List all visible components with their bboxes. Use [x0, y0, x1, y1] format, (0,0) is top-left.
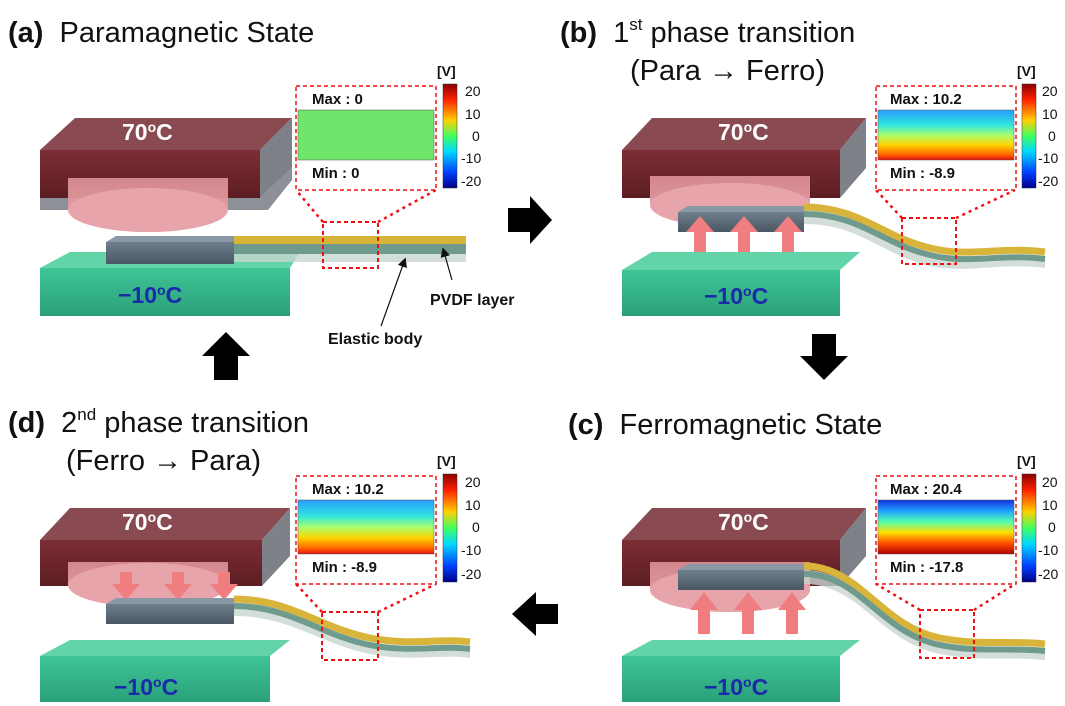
up-arrows-c — [690, 592, 806, 634]
arrow-left-icon — [512, 592, 558, 636]
pvdf-layer-label: PVDF layer — [430, 292, 514, 309]
svg-text:20: 20 — [1042, 83, 1058, 99]
zoom-box-d — [321, 611, 379, 661]
panel-d-letter: (d) — [8, 407, 45, 439]
svg-text:10: 10 — [1042, 497, 1058, 513]
svg-text:[V]: [V] — [437, 453, 456, 469]
colorbar-d: [V] 20 10 0 -10 -20 — [437, 453, 481, 583]
svg-text:(d) 2nd phase transition: (d) 2nd phase transition — [8, 405, 309, 439]
svg-text:(a) Paramagnetic State: (a) Paramagnetic State — [8, 17, 314, 49]
panel-a: (a) Paramagnetic State 70oC −10oC — [8, 17, 514, 348]
pvdf-beam-c — [803, 562, 1046, 648]
svg-text:(c) Ferromagnetic State: (c) Ferromagnetic State — [568, 409, 882, 441]
hot-plate-c: 70oC — [622, 508, 866, 612]
svg-text:0: 0 — [472, 128, 480, 144]
svg-text:0: 0 — [1048, 519, 1056, 535]
magnet-c — [678, 564, 814, 590]
panel-a-letter: (a) — [8, 17, 43, 49]
svg-text:20: 20 — [1042, 474, 1058, 490]
svg-text:0: 0 — [1048, 128, 1056, 144]
svg-text:(b) 1st phase transition: (b) 1st phase transition — [560, 15, 855, 49]
svg-text:10: 10 — [465, 497, 481, 513]
svg-text:-20: -20 — [1038, 173, 1058, 189]
svg-text:10: 10 — [1042, 106, 1058, 122]
colorbar-b: [V] 20 10 0 -10 -20 — [1017, 63, 1058, 189]
svg-text:0: 0 — [472, 519, 480, 535]
svg-text:-10: -10 — [1038, 150, 1058, 166]
svg-text:-20: -20 — [1038, 566, 1058, 582]
svg-text:20: 20 — [465, 474, 481, 490]
min-label-c: Min : -17.8 — [890, 559, 963, 576]
pvdf-beam-a — [234, 236, 466, 262]
panel-a-title: Paramagnetic State — [60, 17, 315, 49]
svg-text:[V]: [V] — [1017, 63, 1036, 79]
colorbar-a: [V] 20 10 0 -10 -20 — [437, 63, 481, 189]
arrow-down-icon — [800, 334, 848, 380]
zoom-box-c — [919, 609, 975, 659]
zoom-box-a — [322, 221, 379, 269]
panel-c-title: Ferromagnetic State — [620, 409, 883, 441]
hot-temp-d: 70oC — [122, 509, 173, 535]
magnet-a — [106, 236, 258, 264]
field-inset-a: Max : 0 Min : 0 — [295, 85, 437, 191]
panel-d-subtitle: (Ferro → Para) — [66, 445, 261, 477]
cold-temp-d: −10oC — [114, 674, 178, 700]
min-label-a: Min : 0 — [312, 165, 360, 182]
zoom-box-b — [901, 217, 957, 265]
max-label-d: Max : 10.2 — [312, 481, 384, 498]
panel-d: (d) 2nd phase transition (Ferro → Para) … — [8, 405, 481, 702]
cold-plate-c: −10oC — [622, 640, 860, 702]
cold-plate-b: −10oC — [622, 252, 860, 316]
cold-temp-a: −10oC — [118, 282, 182, 308]
cold-temp-c: −10oC — [704, 674, 768, 700]
max-label-a: Max : 0 — [312, 91, 363, 108]
svg-text:20: 20 — [465, 83, 481, 99]
svg-text:-10: -10 — [1038, 542, 1058, 558]
cold-temp-b: −10oC — [704, 283, 768, 309]
hot-plate-d: 70oC — [40, 508, 290, 607]
panel-b: (b) 1st phase transition (Para → Ferro) … — [560, 15, 1058, 316]
min-label-b: Min : -8.9 — [890, 165, 955, 182]
svg-text:[V]: [V] — [1017, 453, 1036, 469]
svg-text:-10: -10 — [461, 150, 481, 166]
hot-temp-b: 70oC — [718, 119, 769, 145]
svg-text:-10: -10 — [461, 542, 481, 558]
min-label-d: Min : -8.9 — [312, 559, 377, 576]
max-label-b: Max : 10.2 — [890, 91, 962, 108]
hot-temp-a: 70oC — [122, 119, 173, 145]
pvdf-beam-d — [233, 595, 471, 646]
panel-c: (c) Ferromagnetic State 70oC −10oC — [568, 409, 1058, 702]
max-label-c: Max : 20.4 — [890, 481, 962, 498]
panel-c-letter: (c) — [568, 409, 603, 441]
pvdf-beam-b — [803, 203, 1046, 256]
up-arrows-b — [686, 216, 802, 252]
elastic-body-label: Elastic body — [328, 331, 422, 348]
magnet-d — [106, 598, 244, 624]
field-inset-d: Max : 10.2 Min : -8.9 — [295, 475, 437, 585]
field-inset-b: Max : 10.2 Min : -8.9 — [875, 85, 1017, 191]
arrow-up-icon — [202, 332, 250, 380]
hot-plate-b: 70oC — [622, 118, 866, 227]
panel-b-subtitle: (Para → Ferro) — [630, 55, 825, 87]
cold-plate-a: −10oC — [40, 252, 300, 316]
hot-temp-c: 70oC — [718, 509, 769, 535]
colorbar-c: [V] 20 10 0 -10 -20 — [1017, 453, 1058, 583]
svg-text:[V]: [V] — [437, 63, 456, 79]
svg-text:-20: -20 — [461, 566, 481, 582]
field-inset-c: Max : 20.4 Min : -17.8 — [875, 475, 1017, 585]
down-arrows-d — [112, 572, 238, 600]
cold-plate-d: −10oC — [40, 640, 290, 702]
svg-text:10: 10 — [465, 106, 481, 122]
svg-text:-20: -20 — [461, 173, 481, 189]
hot-plate-a: 70oC — [40, 118, 292, 232]
arrow-right-icon — [508, 196, 552, 244]
panel-b-letter: (b) — [560, 17, 597, 49]
